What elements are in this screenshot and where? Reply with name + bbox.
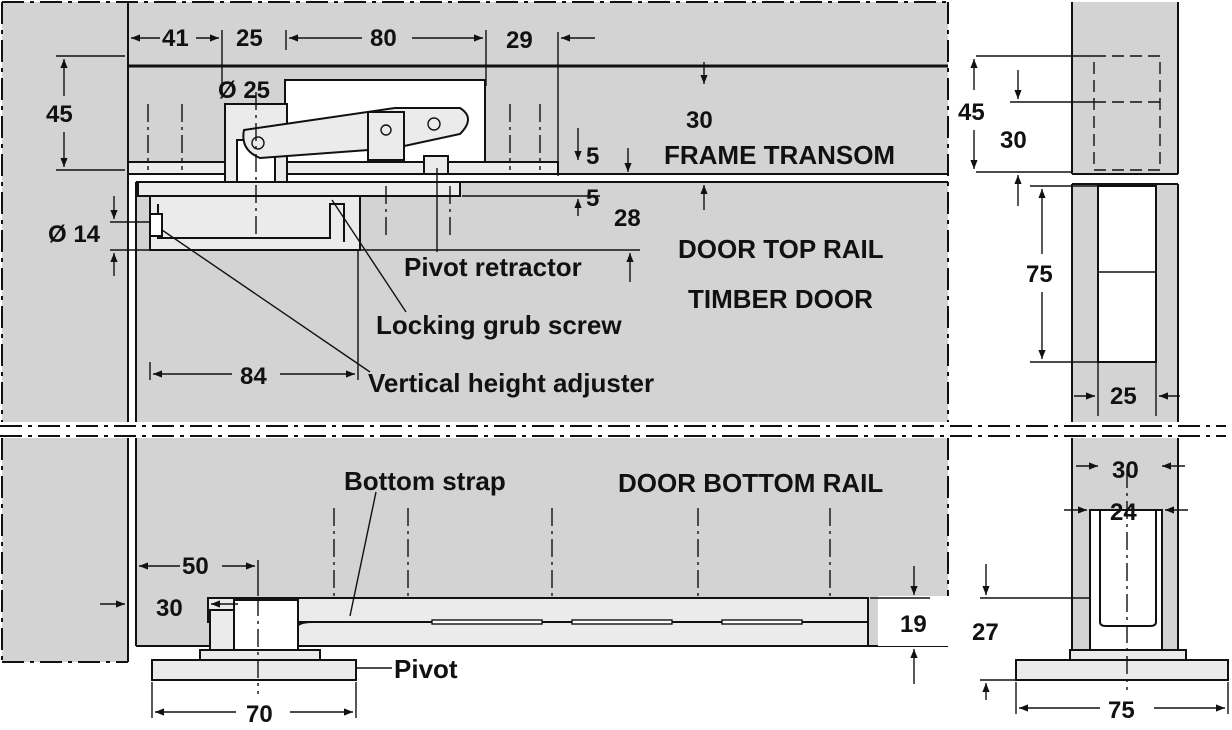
top-side-view xyxy=(970,2,1180,422)
bottom-strap-assembly xyxy=(151,508,869,694)
dim-30-top: 30 xyxy=(686,107,713,134)
dim-80: 80 xyxy=(370,25,397,52)
bottom-front-view xyxy=(1,438,950,718)
dim-24: 24 xyxy=(1110,499,1137,526)
dim-5-upper: 5 xyxy=(586,143,599,170)
label-pivot: Pivot xyxy=(394,654,458,684)
label-pivot-retractor: Pivot retractor xyxy=(404,252,582,282)
dim-45-side: 45 xyxy=(958,99,985,126)
top-pivot-assembly xyxy=(127,79,559,380)
dim-19: 19 xyxy=(900,611,927,638)
dimension-values: 41 25 80 29 Ø 25 45 30 5 5 28 Ø 14 84 45… xyxy=(46,25,1139,728)
dim-25-side: 25 xyxy=(1110,383,1137,410)
dim-50: 50 xyxy=(182,553,209,580)
label-door-bottom-rail: DOOR BOTTOM RAIL xyxy=(618,468,883,498)
bottom-dimension-lines xyxy=(100,491,930,718)
dim-27: 27 xyxy=(972,619,999,646)
break-lines xyxy=(0,425,1226,437)
label-locking-grub-screw: Locking grub screw xyxy=(376,310,622,340)
wall-left-top xyxy=(2,2,128,422)
dim-41: 41 xyxy=(162,25,189,52)
label-bottom-strap: Bottom strap xyxy=(344,466,506,496)
dim-30-side: 30 xyxy=(1000,127,1027,154)
dim-30-bottom: 30 xyxy=(156,595,183,622)
top-front-view xyxy=(1,1,949,422)
section-labels: FRAME TRANSOM DOOR TOP RAIL TIMBER DOOR … xyxy=(344,140,895,684)
dim-dia-14: Ø 14 xyxy=(48,221,101,248)
dim-75-bottom-side: 75 xyxy=(1108,697,1135,724)
top-leader-lines xyxy=(161,168,438,373)
dim-30-bottom-side: 30 xyxy=(1112,457,1139,484)
dim-29: 29 xyxy=(506,27,533,54)
dim-45-left: 45 xyxy=(46,101,73,128)
dim-dia-25: Ø 25 xyxy=(218,77,270,104)
label-frame-transom: FRAME TRANSOM xyxy=(664,140,895,170)
dim-25-top: 25 xyxy=(236,25,263,52)
label-door-top-rail: DOOR TOP RAIL xyxy=(678,234,884,264)
label-timber-door: TIMBER DOOR xyxy=(688,284,873,314)
dim-75-side: 75 xyxy=(1026,261,1053,288)
dim-70: 70 xyxy=(246,701,273,728)
bottom-side-view xyxy=(980,438,1229,714)
top-dimension-lines xyxy=(56,30,708,380)
dim-28: 28 xyxy=(614,205,641,232)
label-vertical-height-adjuster: Vertical height adjuster xyxy=(368,368,654,398)
dim-84: 84 xyxy=(240,363,267,390)
dim-5-lower: 5 xyxy=(586,185,599,212)
